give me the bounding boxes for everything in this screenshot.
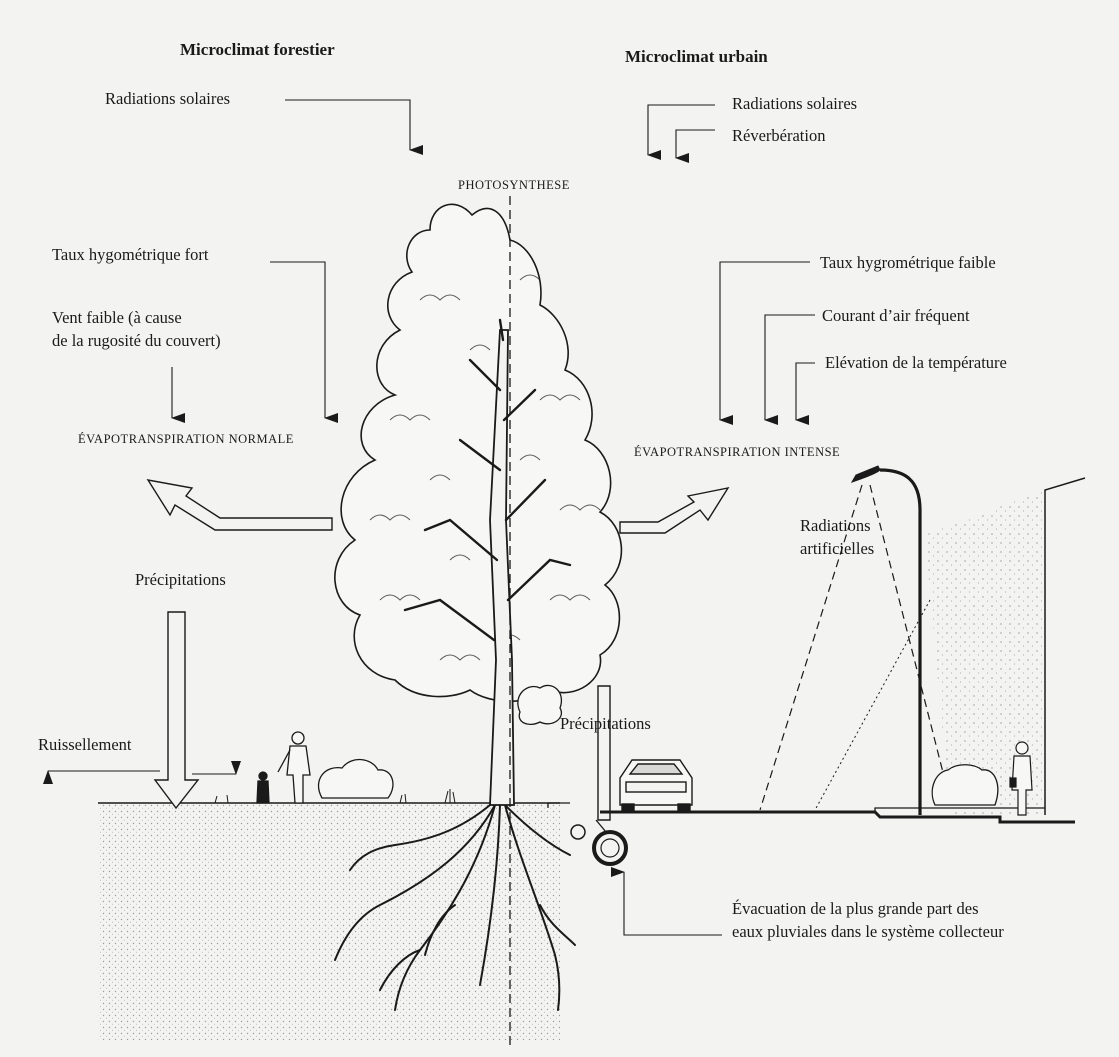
small-bush-by-tree <box>518 685 562 724</box>
runoff-label: Ruissellement <box>38 735 132 755</box>
forest-evapo-open-arrow <box>148 480 332 530</box>
urban-temperature-arrow <box>796 363 815 420</box>
urban-solar-label: Radiations solaires <box>732 94 857 114</box>
forest-evapo-label: ÉVAPOTRANSPIRATION NORMALE <box>78 432 294 447</box>
urban-evapo-open-arrow <box>620 488 728 533</box>
urban-reverb-arrow <box>676 130 715 158</box>
urban-precip-pipe <box>598 686 610 820</box>
forest-solar-arrow <box>285 100 410 150</box>
drainage-arrow <box>624 872 722 935</box>
photosynthesis-label: PHOTOSYNTHESE <box>458 178 570 193</box>
forest-title: Microclimat forestier <box>180 40 335 60</box>
urban-humidity-label: Taux hygrométrique faible <box>820 253 996 273</box>
drain-pipes <box>571 820 626 864</box>
forest-humidity-arrow <box>270 262 325 418</box>
precip-open-arrow <box>155 612 198 808</box>
urban-evapo-label: ÉVAPOTRANSPIRATION INTENSE <box>634 445 840 460</box>
drainage-label: Évacuation de la plus grande part des ea… <box>732 897 1004 943</box>
adult-figure <box>278 732 310 803</box>
urban-precip-label: Précipitations <box>560 714 651 734</box>
forest-shrub <box>319 760 393 798</box>
car <box>620 760 692 812</box>
urban-draft-arrow <box>765 315 815 420</box>
urban-draft-label: Courant d’air fréquent <box>822 306 970 326</box>
urban-title: Microclimat urbain <box>625 47 768 67</box>
urban-reverb-label: Réverbération <box>732 126 825 146</box>
artificial-radiation-label: Radiations artificielles <box>800 514 874 560</box>
urban-temperature-label: Elévation de la température <box>825 353 1007 373</box>
forest-solar-label: Radiations solaires <box>105 89 230 109</box>
forest-humidity-label: Taux hygométrique fort <box>52 245 208 265</box>
forest-precip-label: Précipitations <box>135 570 226 590</box>
building <box>1045 478 1085 815</box>
forest-wind-label: Vent faible (à cause de la rugosité du c… <box>52 306 221 352</box>
child-figure <box>257 772 269 803</box>
urban-hedge <box>932 765 998 805</box>
